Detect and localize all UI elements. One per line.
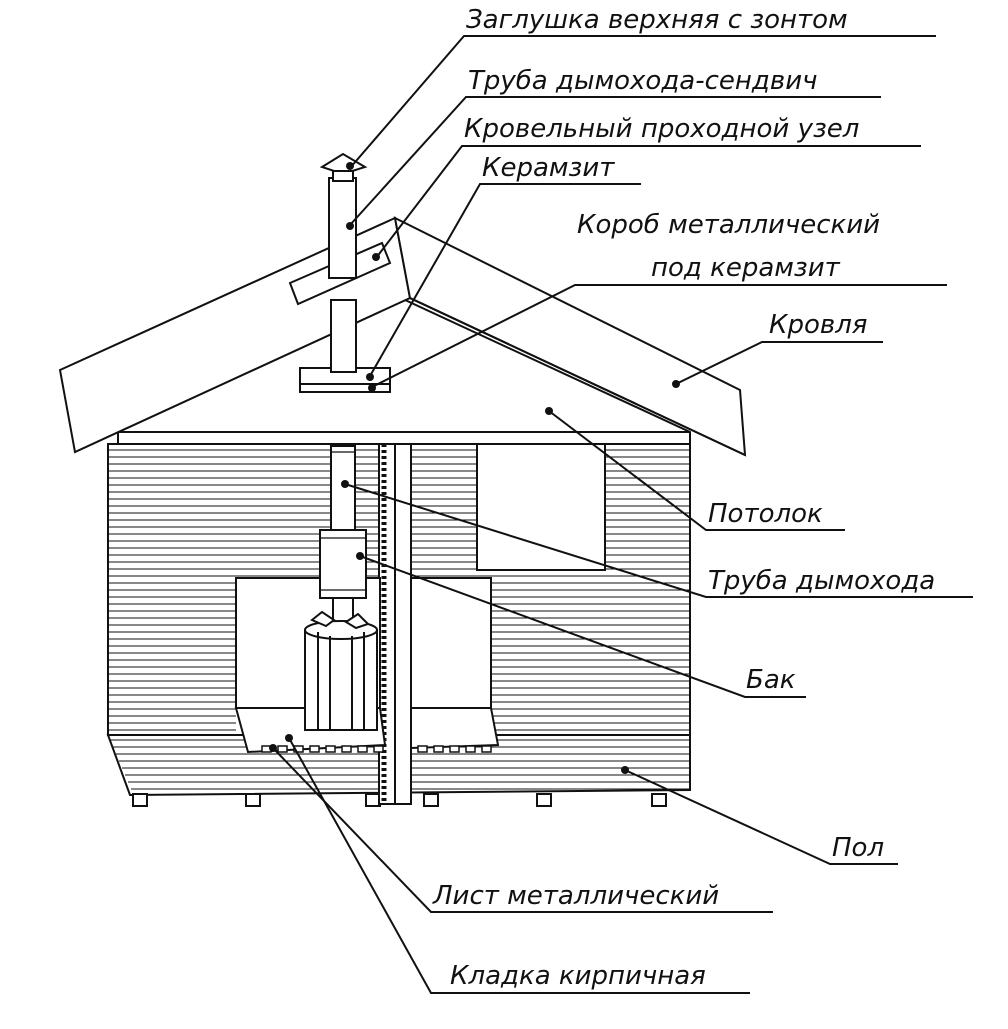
brick-block — [449, 745, 460, 753]
floor-supports — [132, 793, 667, 807]
label-ceiling: Потолок — [708, 499, 823, 529]
stove — [304, 610, 378, 731]
wall-planks — [108, 449, 690, 731]
label-keramzit: Керамзит — [482, 153, 615, 183]
brick-block — [433, 745, 444, 753]
label-sandwich-pipe: Труба дымохода-сендвич — [468, 66, 817, 96]
label-metal-box-1: Короб металлический — [577, 210, 880, 240]
brick-block — [481, 745, 492, 753]
label-cap: Заглушка верхняя с зонтом — [466, 5, 848, 35]
brick-block — [277, 745, 288, 753]
label-metal-box-2: под керамзит — [651, 253, 841, 283]
roof — [58, 216, 747, 457]
brick-screen-right — [410, 577, 492, 709]
brick-block — [325, 745, 336, 753]
labels: Заглушка верхняя с зонтом Труба дымохода… — [432, 5, 935, 991]
brick-block — [465, 745, 476, 753]
chimney-pipe — [330, 445, 356, 531]
label-chimney-pipe: Труба дымохода — [708, 566, 935, 596]
label-tank: Бак — [746, 665, 796, 695]
brick-block — [417, 745, 428, 753]
brick-column — [378, 443, 412, 805]
brick-block — [341, 745, 352, 753]
leader-lines — [272, 35, 973, 994]
label-brickwork: Кладка кирпичная — [450, 961, 706, 991]
leader-dots — [269, 162, 680, 774]
label-roof-pass: Кровельный проходной узел — [464, 114, 859, 144]
brick-block — [373, 745, 384, 753]
brick-block — [309, 745, 320, 753]
brick-block — [357, 745, 368, 753]
label-metal-sheet: Лист металлический — [432, 881, 719, 911]
window-opening — [476, 443, 606, 571]
label-floor: Пол — [832, 833, 884, 863]
tank — [319, 529, 367, 627]
label-roof: Кровля — [769, 310, 867, 340]
